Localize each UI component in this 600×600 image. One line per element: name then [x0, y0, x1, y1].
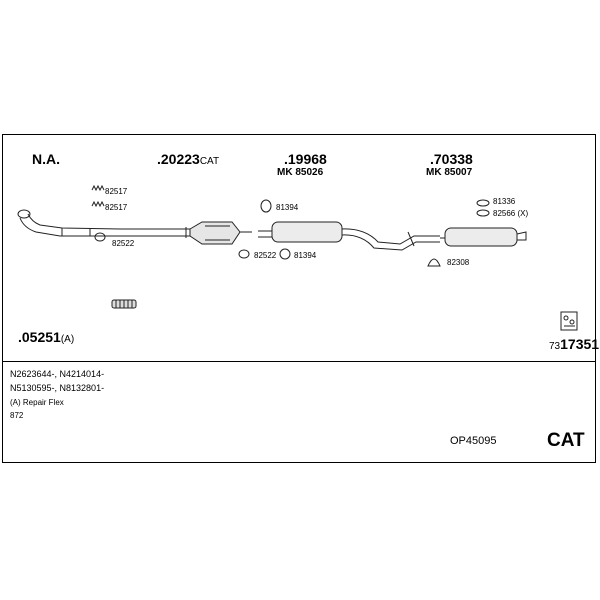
notes-line-3: (A) Repair Flex — [10, 398, 64, 407]
rear-silencer-number: .70338 — [430, 151, 473, 167]
system-code: OP45095 — [450, 435, 497, 447]
repair-kit-suffix: (A) — [60, 334, 75, 345]
front-pipe — [17, 209, 121, 237]
clamp-82517-icon — [91, 184, 105, 208]
rear-silencer — [440, 227, 527, 247]
cat-part-label: .20223CAT — [157, 152, 219, 168]
na-label: N.A. — [32, 151, 60, 167]
repair-kit-number: .05251 — [18, 329, 61, 345]
repair-kit-label: .05251(A) — [18, 330, 74, 346]
cat-part-number: .20223 — [157, 151, 200, 167]
notes-divider — [2, 361, 596, 362]
part-82517-a: 82517 — [105, 187, 128, 196]
reference-main: 17351 — [560, 336, 600, 352]
repair-flex-kit-icon — [111, 299, 137, 309]
gasket-82522-icon — [94, 232, 106, 242]
part-82308: 82308 — [447, 258, 470, 267]
reference-prefix: 73 — [549, 341, 561, 352]
rear-mounting-kit: MK 85007 — [426, 167, 473, 178]
notes-line-1: N2623644-, N4214014- — [10, 369, 105, 379]
gasket-82522b-icon — [238, 249, 250, 259]
part-81336: 81336 — [493, 197, 516, 206]
rubber-mount-81394b-icon — [279, 248, 291, 260]
catalytic-converter — [189, 221, 252, 245]
diagram-frame — [2, 134, 596, 463]
clamp-82308-icon — [427, 258, 441, 267]
middle-mounting-kit: MK 85026 — [277, 167, 324, 178]
link-pipe — [120, 227, 190, 238]
reference-number: 7317351 — [549, 337, 599, 353]
cat-badge: CAT — [547, 430, 585, 451]
rubber-mount-81394-icon — [260, 199, 272, 213]
part-82566: 82566 (X) — [493, 209, 529, 218]
cat-part-suffix: CAT — [199, 156, 220, 167]
part-82522-a: 82522 — [112, 239, 135, 248]
part-82517-b: 82517 — [105, 203, 128, 212]
part-81394-b: 81394 — [294, 251, 317, 260]
hanger-81336-icon — [476, 199, 490, 217]
middle-silencer — [258, 221, 440, 251]
part-81394-a: 81394 — [276, 203, 299, 212]
mounting-kit-box-icon — [560, 311, 578, 331]
notes-line-4: 872 — [10, 411, 24, 420]
notes-line-2: N5130595-, N8132801- — [10, 383, 105, 393]
middle-silencer-number: .19968 — [284, 151, 327, 167]
part-82522-b: 82522 — [254, 251, 277, 260]
